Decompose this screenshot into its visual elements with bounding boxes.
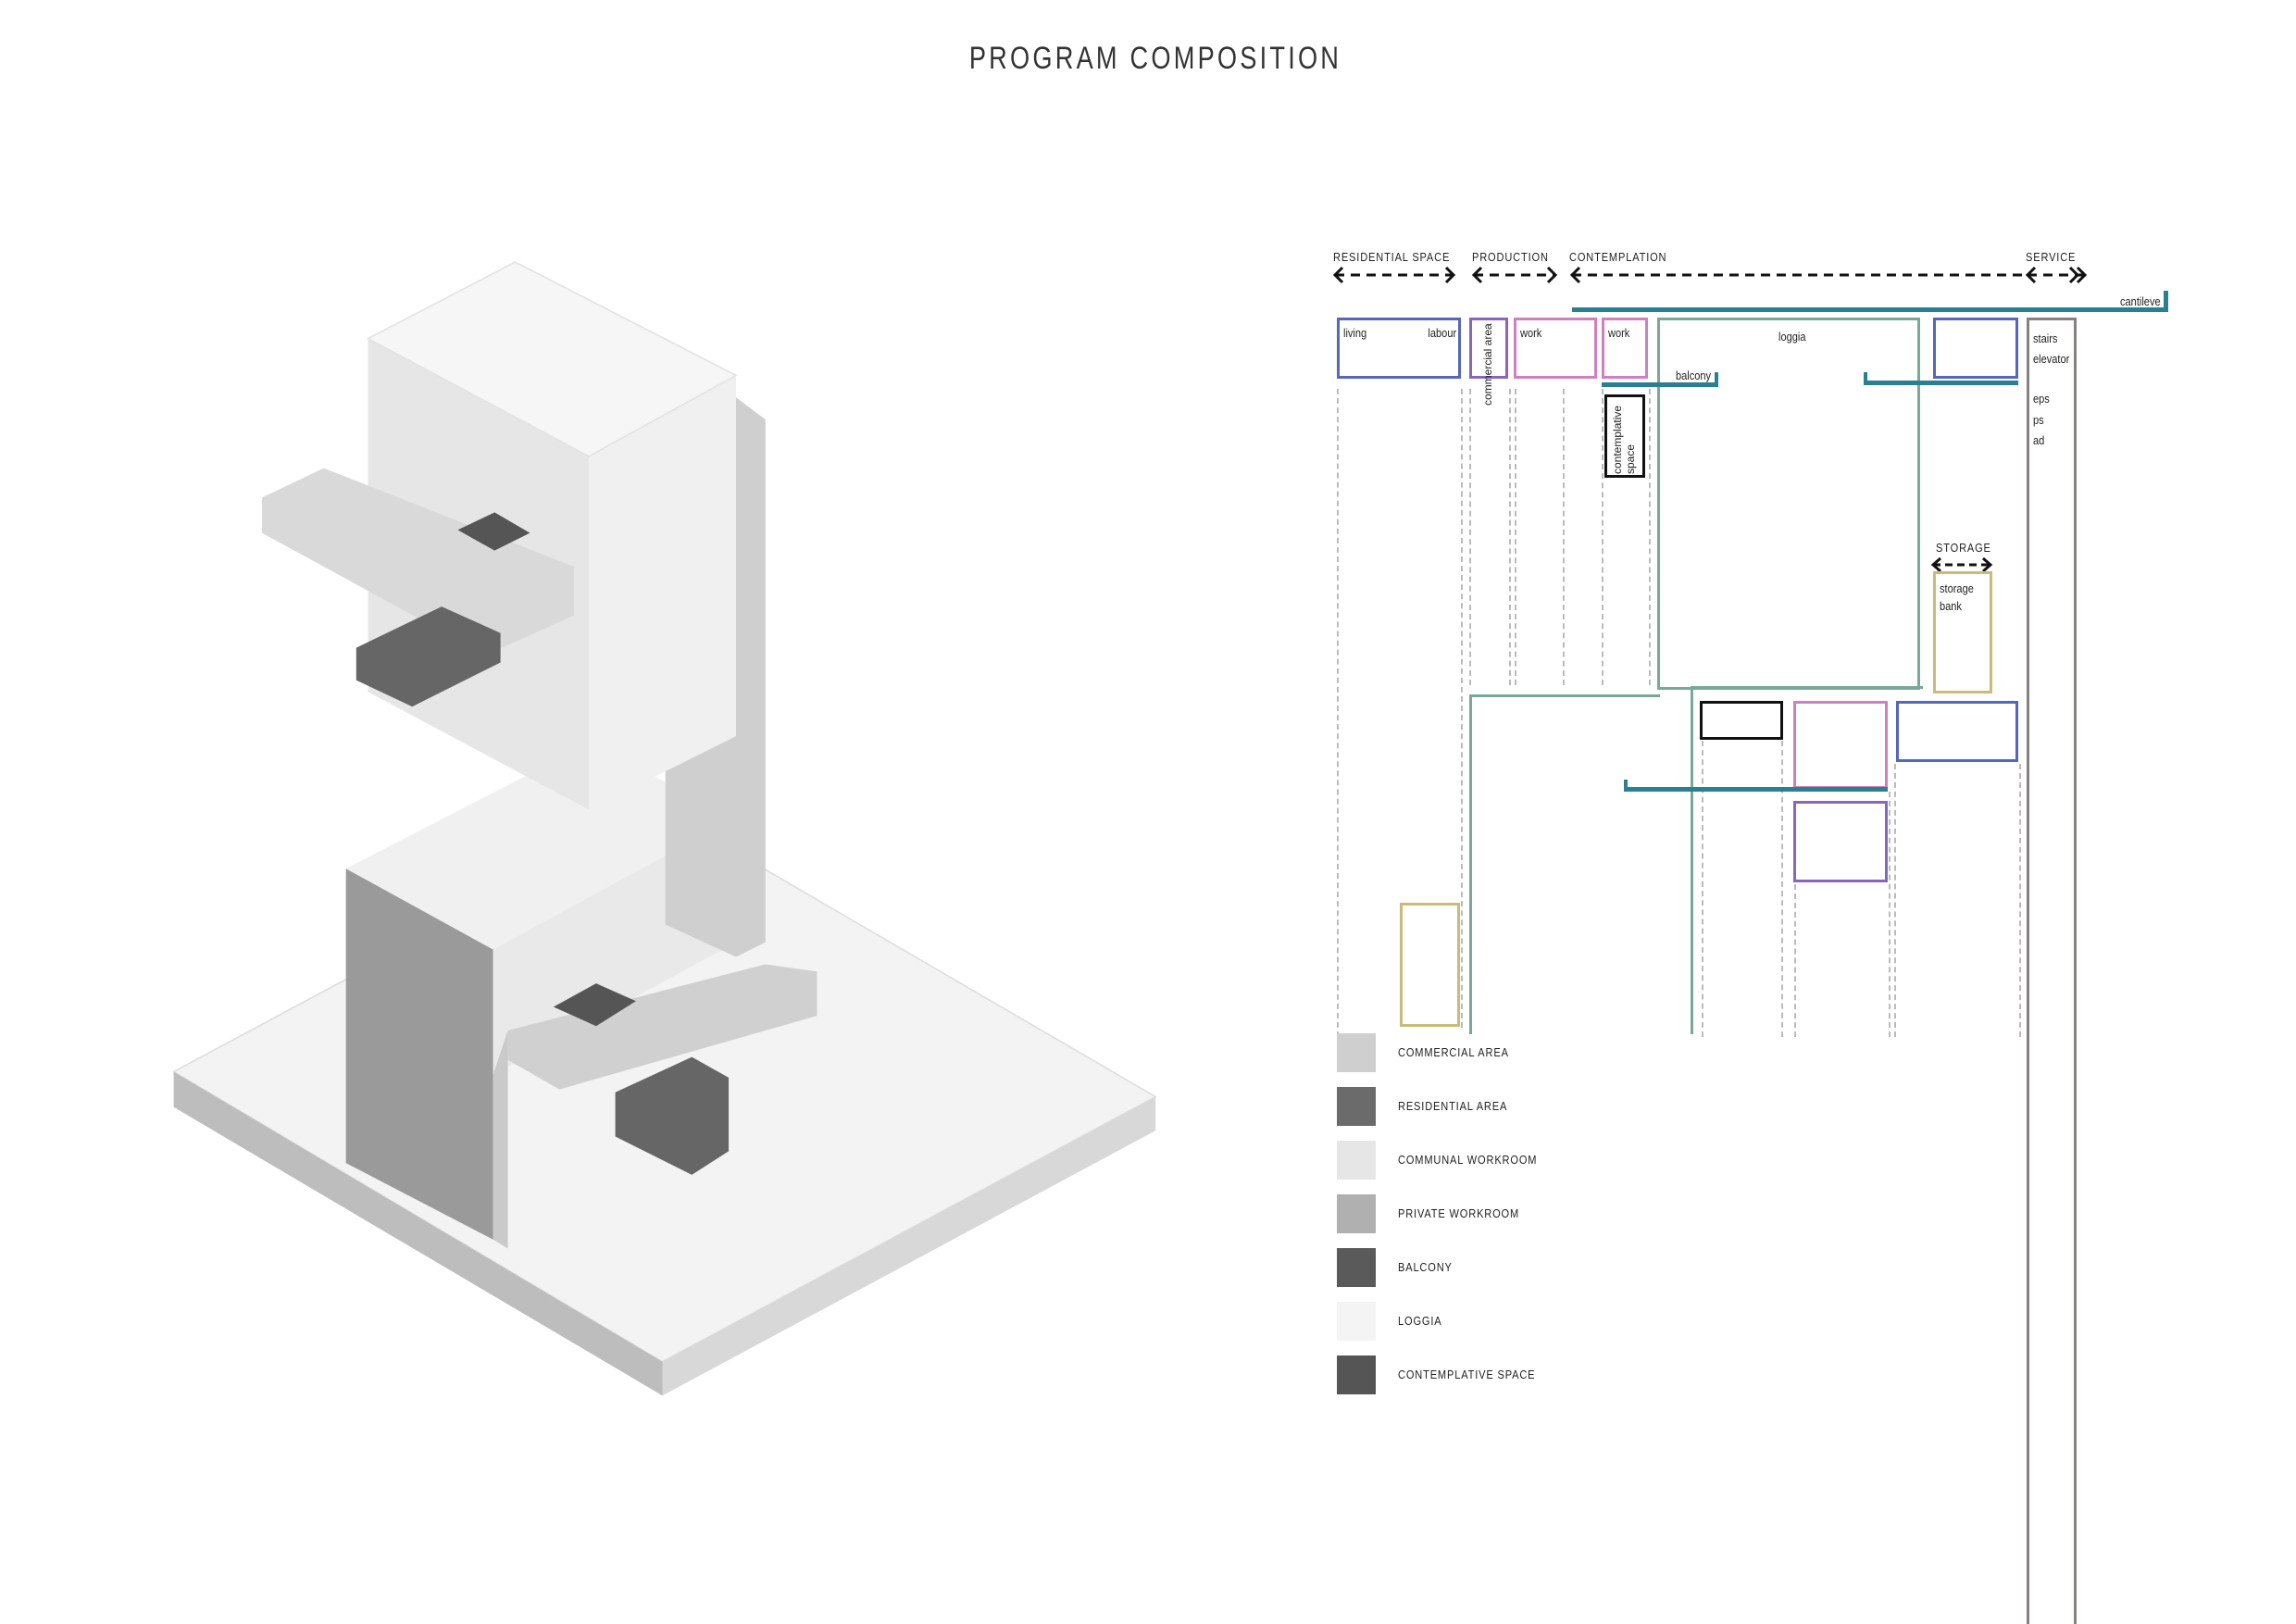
dash-line	[1515, 389, 1516, 685]
cantilever-tick	[2164, 291, 2168, 312]
residential-lower	[615, 1056, 730, 1175]
dash-line	[1794, 884, 1796, 1037]
legend-label: COMMUNAL WORKROOM	[1398, 1153, 1538, 1167]
blue-box-lower	[1896, 701, 2018, 762]
service-column: stairs elevator eps ps ad	[2027, 318, 2077, 1624]
dash-line	[2019, 764, 2021, 1037]
balcony-line	[1602, 382, 1718, 387]
purple-box	[1793, 801, 1888, 882]
legend-swatch-contemplative	[1337, 1355, 1376, 1394]
legend-swatch-private	[1337, 1194, 1376, 1233]
balcony-label: balcony	[1676, 369, 1712, 382]
legend-label: PRIVATE WORKROOM	[1398, 1206, 1520, 1220]
dash-line	[1894, 764, 1896, 1037]
storage-arrow	[1930, 556, 1993, 573]
pink-box	[1793, 701, 1888, 789]
yellow-box	[1400, 903, 1460, 1027]
contemplative-lower	[553, 983, 636, 1027]
legend-label: CONTEMPLATIVE SPACE	[1398, 1368, 1536, 1381]
dash-line	[1702, 741, 1703, 1037]
upper-block-right	[589, 375, 736, 810]
eps-label: eps	[2033, 392, 2050, 406]
lower-block-top	[345, 743, 736, 950]
balcony-tick-2	[1864, 372, 1867, 385]
ps-label: ps	[2033, 413, 2044, 427]
base-slab-right	[662, 1096, 1156, 1396]
legend-swatch-residential	[1337, 1087, 1376, 1126]
residential-upper	[356, 606, 501, 707]
header-residential: RESIDENTIAL SPACE	[1333, 250, 1451, 264]
lower-block-left	[345, 868, 493, 1240]
contemplative-upper	[457, 512, 530, 551]
dash-line	[1509, 389, 1511, 685]
page-title: PROGRAM COMPOSITION	[968, 41, 1342, 76]
contemplative-space-box	[1604, 394, 1645, 478]
dash-line	[1469, 389, 1471, 685]
work-box-2: work	[1602, 318, 1648, 379]
commercial-area-label: commercial area	[1481, 323, 1494, 406]
work-label: work	[1520, 326, 1542, 340]
legend-swatch-balcony	[1337, 1248, 1376, 1287]
dash-line	[1461, 389, 1463, 1028]
commercial-area-box	[1469, 318, 1508, 379]
legend-label: RESIDENTIAL AREA	[1398, 1099, 1508, 1113]
legend-swatch-communal	[1337, 1141, 1376, 1180]
storage-bank-label: storage bank	[1940, 581, 1974, 613]
base-slab-left	[173, 1071, 663, 1396]
header-contemplation: CONTEMPLATION	[1569, 250, 1667, 264]
legend-label: BALCONY	[1398, 1260, 1453, 1274]
living-label: living	[1343, 326, 1367, 340]
balcony-line-lower	[1624, 787, 1888, 792]
loggia-label: loggia	[1778, 330, 1806, 344]
legend-label: LOGGIA	[1398, 1314, 1442, 1328]
dash-line	[1889, 792, 1890, 1037]
lower-block-side	[493, 1031, 508, 1249]
living-labour-box: living labour	[1337, 318, 1461, 379]
blue-box	[1933, 318, 2018, 379]
work-label-2: work	[1608, 326, 1630, 340]
range-arrows	[1332, 266, 2088, 284]
header-production: PRODUCTION	[1472, 250, 1549, 264]
header-service: SERVICE	[2026, 250, 2077, 264]
loggia-lower-left	[1469, 694, 1660, 1034]
cantilever-label: cantileve	[2120, 294, 2161, 308]
legend-label: COMMERCIAL AREA	[1398, 1045, 1509, 1059]
loggia-lower-right	[1691, 686, 1923, 1034]
legend-swatch-commercial	[1337, 1033, 1376, 1072]
dash-line	[1781, 741, 1783, 1037]
communal-workroom-lower	[507, 964, 817, 1090]
header-storage: STORAGE	[1936, 541, 1991, 555]
elevator-label: elevator	[2033, 352, 2070, 366]
storage-box: storage bank	[1933, 571, 1992, 693]
balcony-tick	[1715, 372, 1718, 387]
black-box	[1700, 701, 1783, 740]
work-box: work	[1514, 318, 1597, 379]
stairs-label: stairs	[2033, 331, 2058, 345]
ad-label: ad	[2033, 433, 2045, 447]
contemplative-space-label: contemplative space	[1611, 405, 1637, 474]
balcony-tick-lower	[1624, 780, 1628, 792]
communal-workroom-upper	[262, 468, 575, 656]
upper-block-top	[366, 261, 738, 457]
legend-swatch-loggia	[1337, 1302, 1376, 1341]
labour-label: labour	[1428, 326, 1456, 340]
cantilever-line	[1572, 307, 2168, 312]
dash-line	[1337, 389, 1339, 1037]
axonometric-drawing	[172, 261, 1157, 1396]
dash-line	[1649, 389, 1651, 685]
dash-line	[1563, 389, 1565, 685]
dash-line	[1602, 389, 1603, 685]
balcony-line-2	[1864, 381, 2018, 385]
